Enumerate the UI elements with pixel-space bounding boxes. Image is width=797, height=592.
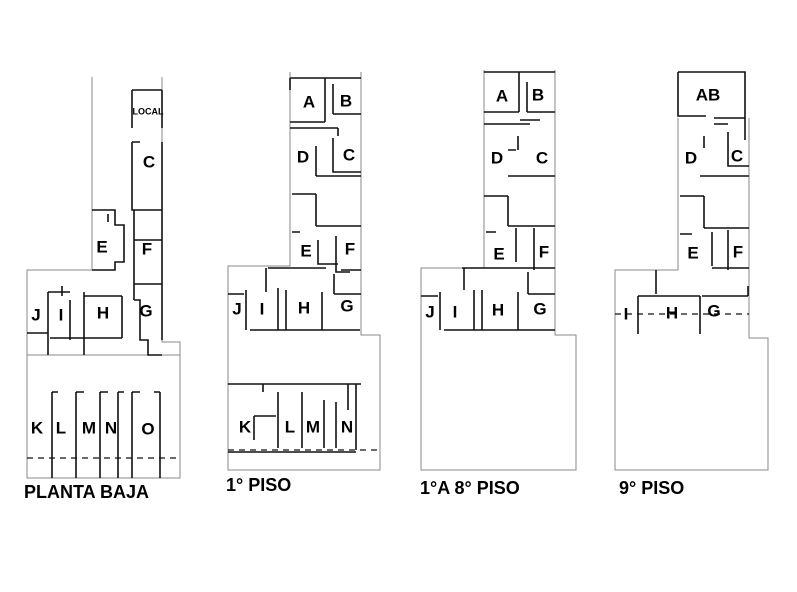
- unit-label: J: [232, 299, 241, 318]
- unit-label: C: [731, 146, 743, 165]
- unit-label: F: [733, 242, 743, 261]
- unit-label: F: [142, 239, 152, 258]
- plan-caption: 1°A 8° PISO: [420, 478, 520, 498]
- unit-label: J: [31, 305, 40, 324]
- unit-label: D: [685, 148, 697, 167]
- unit-label: I: [260, 299, 265, 318]
- unit-label: J: [425, 302, 434, 321]
- unit-label: C: [343, 145, 355, 164]
- unit-label: M: [82, 418, 96, 437]
- unit-label: E: [687, 243, 698, 262]
- unit-label: I: [624, 304, 629, 323]
- unit-label: G: [533, 299, 546, 318]
- unit-label: H: [492, 300, 504, 319]
- unit-label: M: [306, 417, 320, 436]
- unit-label: A: [496, 86, 508, 105]
- unit-label: F: [345, 239, 355, 258]
- unit-label: G: [707, 301, 720, 320]
- unit-label: H: [298, 298, 310, 317]
- unit-label: G: [340, 296, 353, 315]
- unit-label: I: [453, 302, 458, 321]
- plan-9-piso: AB D C E F I H G 9° PISO: [614, 71, 769, 498]
- unit-label: K: [31, 418, 44, 437]
- plan-planta-baja: LOCAL C E F J I H G K L M N O PLANTA BAJ…: [24, 77, 181, 502]
- unit-label: E: [493, 244, 504, 263]
- plan-1-piso: A B D C E F J I H G K L M N 1° PISO: [226, 72, 381, 495]
- unit-label: H: [97, 303, 109, 322]
- unit-label: AB: [696, 85, 721, 104]
- unit-label: H: [666, 303, 678, 322]
- plan-caption: 9° PISO: [619, 478, 684, 498]
- plan-caption: PLANTA BAJA: [24, 482, 149, 502]
- unit-label: L: [56, 418, 66, 437]
- unit-label: O: [141, 419, 154, 438]
- plan-caption: 1° PISO: [226, 475, 291, 495]
- unit-label: L: [285, 417, 295, 436]
- unit-label-local: LOCAL: [133, 106, 164, 116]
- unit-label: D: [491, 148, 503, 167]
- unit-label: G: [139, 301, 152, 320]
- unit-label: E: [96, 237, 107, 256]
- unit-label: N: [341, 417, 353, 436]
- unit-label: E: [300, 241, 311, 260]
- unit-label: C: [536, 148, 548, 167]
- plan-1a8-piso: A B D C E F J I H G 1°A 8° PISO: [420, 70, 577, 498]
- unit-label: I: [59, 305, 64, 324]
- unit-label: C: [143, 152, 155, 171]
- unit-label: A: [303, 92, 315, 111]
- unit-label: N: [105, 418, 117, 437]
- unit-label: F: [539, 242, 549, 261]
- unit-label: B: [340, 91, 352, 110]
- unit-label: B: [532, 85, 544, 104]
- unit-label: K: [239, 417, 252, 436]
- unit-label: D: [297, 147, 309, 166]
